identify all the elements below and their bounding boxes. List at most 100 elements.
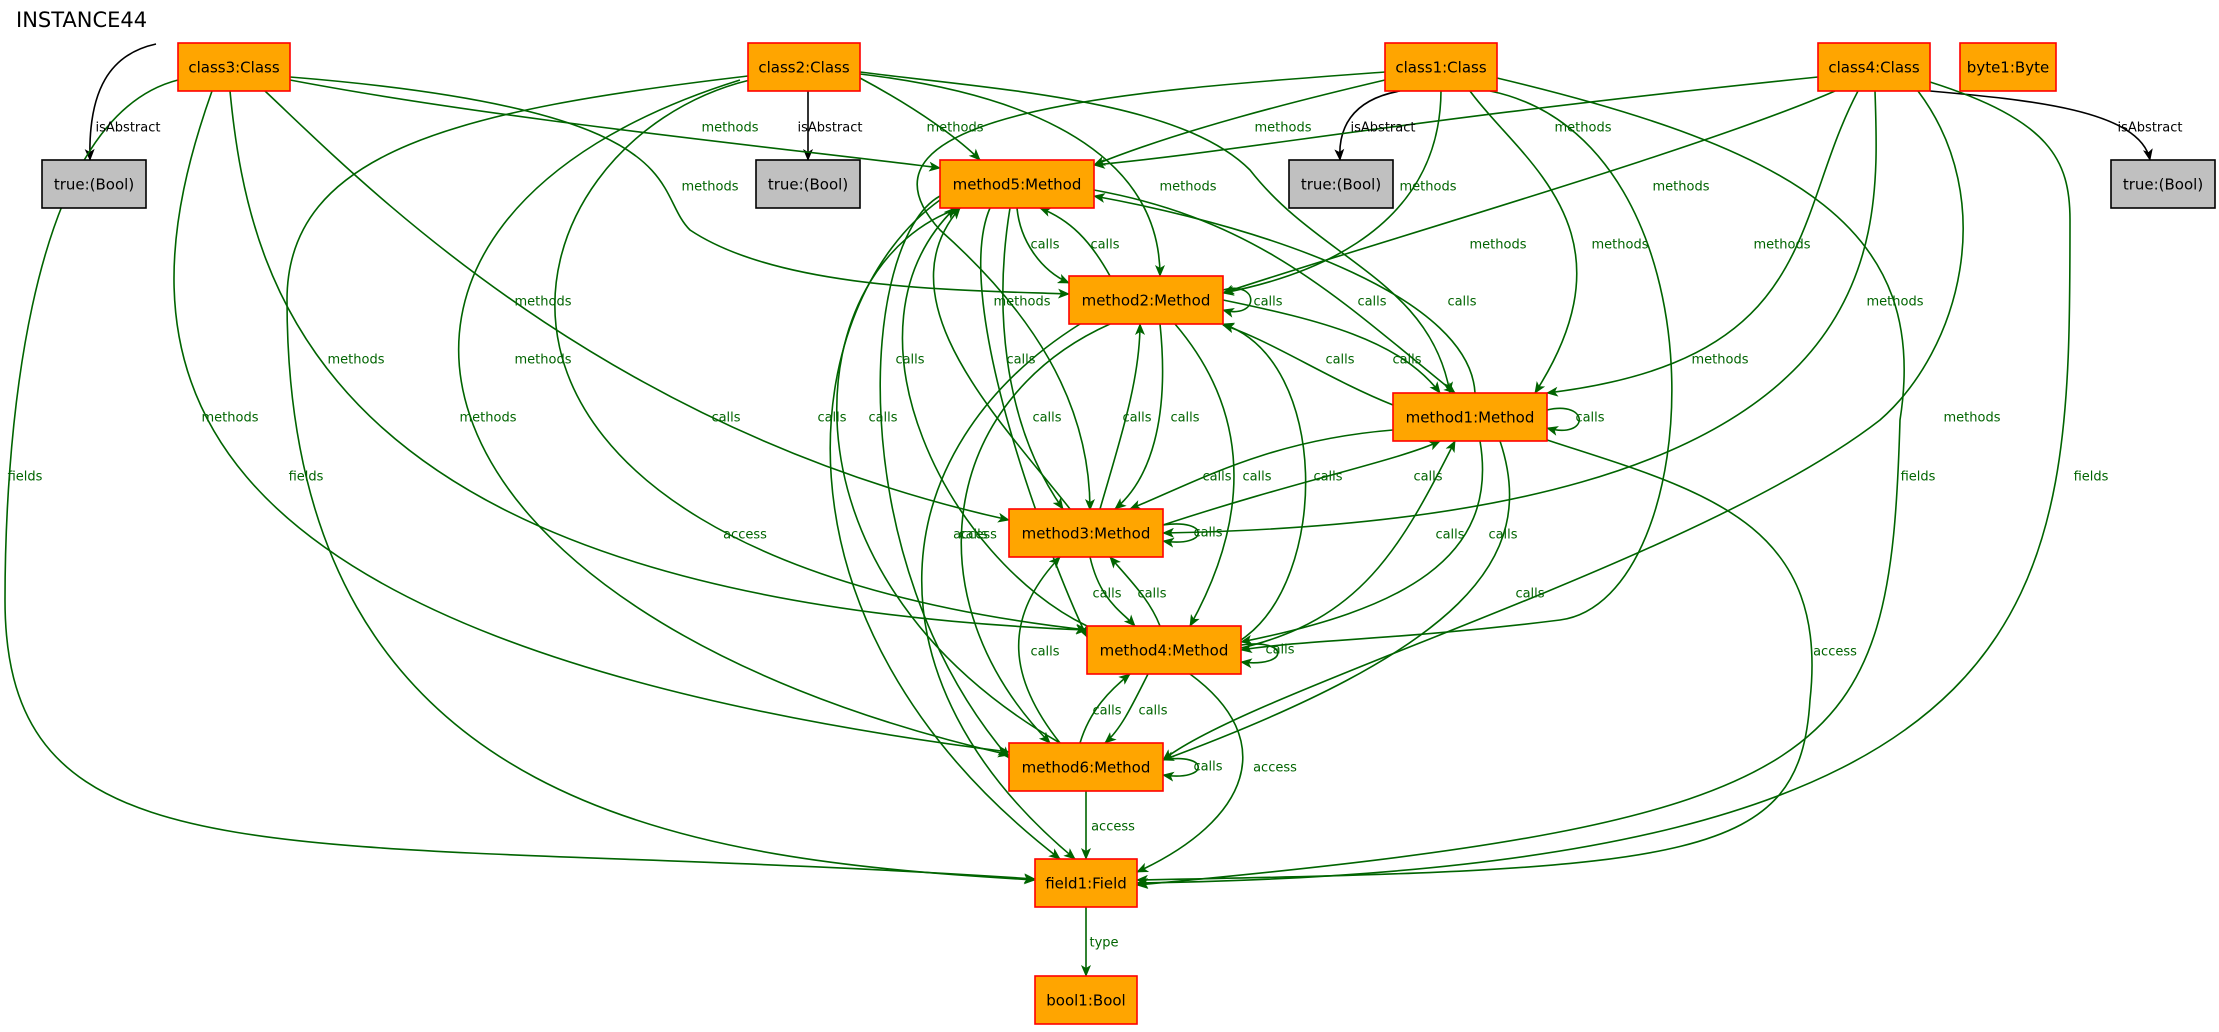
edge-method3-method3 xyxy=(1162,523,1200,548)
edge-method3-method2 xyxy=(1099,323,1145,510)
edge-label-class3-method2: methods xyxy=(682,180,739,195)
edge-label-class4-method6: methods xyxy=(1944,411,2001,426)
node-box-bool_c1[interactable] xyxy=(1288,159,1394,209)
edge-method5-method1 xyxy=(1093,189,1456,394)
edge-label-class3-method3: methods xyxy=(515,295,572,310)
node-class4[interactable]: class4:Class xyxy=(1817,42,1931,92)
edge-label-class4-method3: methods xyxy=(1867,295,1924,310)
edge-class1-method4 xyxy=(1240,90,1673,654)
edge-class2-method5 xyxy=(859,77,981,161)
edge-label-class1-method5: methods xyxy=(1255,121,1312,136)
node-class1[interactable]: class1:Class xyxy=(1384,42,1498,92)
node-label-class2: class2:Class xyxy=(758,59,849,77)
edge-label-method4-method5: calls xyxy=(868,411,897,426)
edge-method5-method6 xyxy=(879,195,1010,759)
edge-label-class4-method2: methods xyxy=(1653,180,1710,195)
node-bool_c1[interactable]: true:(Bool) xyxy=(1288,159,1394,209)
node-box-method6[interactable] xyxy=(1008,742,1164,792)
edge-method1-method6 xyxy=(1162,440,1511,761)
edge-label-method1-method3: calls xyxy=(1202,470,1231,485)
edge-label-class2-method1: methods xyxy=(1470,238,1527,253)
node-method5[interactable]: method5:Method xyxy=(939,159,1095,209)
edge-label-method3-method3: calls xyxy=(1193,526,1222,541)
node-label-bool_c2: true:(Bool) xyxy=(768,176,848,194)
edge-class3-bool_c3 xyxy=(84,43,157,161)
edge-label-class4-field1: fields xyxy=(2074,470,2109,485)
node-field1[interactable]: field1:Field xyxy=(1034,858,1138,908)
node-box-method1[interactable] xyxy=(1392,392,1548,442)
edge-label-method6-method6: calls xyxy=(1193,760,1222,775)
edge-label-method5-method2: calls xyxy=(1030,238,1059,253)
node-label-method4: method4:Method xyxy=(1100,642,1229,660)
node-box-bool1[interactable] xyxy=(1034,975,1138,1025)
node-box-method4[interactable] xyxy=(1086,625,1242,675)
edge-method2-method4 xyxy=(1174,323,1235,627)
edge-class4-field1 xyxy=(1136,81,2071,888)
edge-method4-method3 xyxy=(1109,556,1161,627)
node-box-bool_c3[interactable] xyxy=(41,159,147,209)
edge-label-method6-method4: calls xyxy=(1092,704,1121,719)
edge-label-method2-method6: calls xyxy=(958,528,987,543)
node-box-class2[interactable] xyxy=(747,42,861,92)
node-label-class4: class4:Class xyxy=(1828,59,1919,77)
node-method3[interactable]: method3:Method xyxy=(1008,508,1164,558)
node-bool_c2[interactable]: true:(Bool) xyxy=(755,159,861,209)
edge-method6-method5 xyxy=(836,206,1061,744)
node-box-method2[interactable] xyxy=(1068,275,1224,325)
edge-method5-method4 xyxy=(980,207,1088,638)
edge-method5-field1 xyxy=(829,199,1061,860)
node-bool_c4[interactable]: true:(Bool) xyxy=(2110,159,2216,209)
edge-method2-method2 xyxy=(1222,287,1252,318)
edge-label-method1-method5: calls xyxy=(1447,295,1476,310)
node-box-class1[interactable] xyxy=(1384,42,1498,92)
node-label-method6: method6:Method xyxy=(1022,759,1151,777)
nodes-layer: class3:Class class2:Class class1:Class clas… xyxy=(41,42,2216,1025)
edge-class4-method6 xyxy=(1162,90,1964,761)
node-box-class4[interactable] xyxy=(1817,42,1931,92)
node-label-bool1: bool1:Bool xyxy=(1046,992,1125,1010)
edge-label-class3-method5: methods xyxy=(702,121,759,136)
edge-label-class4-method1: methods xyxy=(1754,238,1811,253)
edge-label-class4-method5: methods xyxy=(1555,121,1612,136)
edge-class4-bool_c4 xyxy=(1929,90,2153,161)
node-method1[interactable]: method1:Method xyxy=(1392,392,1548,442)
edge-label-method2-method2: calls xyxy=(1253,295,1282,310)
node-box-class3[interactable] xyxy=(177,42,291,92)
node-method2[interactable]: method2:Method xyxy=(1068,275,1224,325)
node-bool_c3[interactable]: true:(Bool) xyxy=(41,159,147,209)
node-box-field1[interactable] xyxy=(1034,858,1138,908)
edge-label-method4-method3: calls xyxy=(1137,587,1166,602)
edge-label-class1-method2: methods xyxy=(1400,180,1457,195)
node-method6[interactable]: method6:Method xyxy=(1008,742,1164,792)
node-box-bool_c4[interactable] xyxy=(2110,159,2216,209)
edge-method4-method1 xyxy=(1240,440,1456,649)
edge-class4-method5 xyxy=(1093,76,1819,169)
edge-class4-method3 xyxy=(1162,90,1877,538)
edge-label-method4-method1: calls xyxy=(1435,528,1464,543)
node-box-method5[interactable] xyxy=(939,159,1095,209)
node-class3[interactable]: class3:Class xyxy=(177,42,291,92)
node-bool1[interactable]: bool1:Bool xyxy=(1034,975,1138,1025)
node-byte1[interactable]: byte1:Byte xyxy=(1959,42,2057,92)
edge-label-method4-method6: calls xyxy=(1138,704,1167,719)
edge-label-class2-bool_c2: isAbstract xyxy=(798,121,863,136)
edge-label-class2-method2: methods xyxy=(1160,180,1217,195)
node-label-byte1: byte1:Byte xyxy=(1967,59,2049,77)
edge-label-method1-method2: calls xyxy=(1325,353,1354,368)
node-box-byte1[interactable] xyxy=(1959,42,2057,92)
node-method4[interactable]: method4:Method xyxy=(1086,625,1242,675)
node-class2[interactable]: class2:Class xyxy=(747,42,861,92)
edge-label-method2-method4: calls xyxy=(1242,470,1271,485)
node-box-bool_c2[interactable] xyxy=(755,159,861,209)
node-label-method1: method1:Method xyxy=(1406,409,1535,427)
edge-label-class1-method1: methods xyxy=(1592,238,1649,253)
node-label-bool_c4: true:(Bool) xyxy=(2123,176,2203,194)
edge-label-method5-method6: calls xyxy=(817,411,846,426)
edge-label-method5-method4: calls xyxy=(1032,411,1061,426)
edge-class1-method5 xyxy=(1093,79,1386,166)
node-label-method3: method3:Method xyxy=(1022,525,1151,543)
edge-label-method3-method2: calls xyxy=(1122,411,1151,426)
node-label-method5: method5:Method xyxy=(953,176,1082,194)
node-label-bool_c1: true:(Bool) xyxy=(1301,176,1381,194)
node-box-method3[interactable] xyxy=(1008,508,1164,558)
